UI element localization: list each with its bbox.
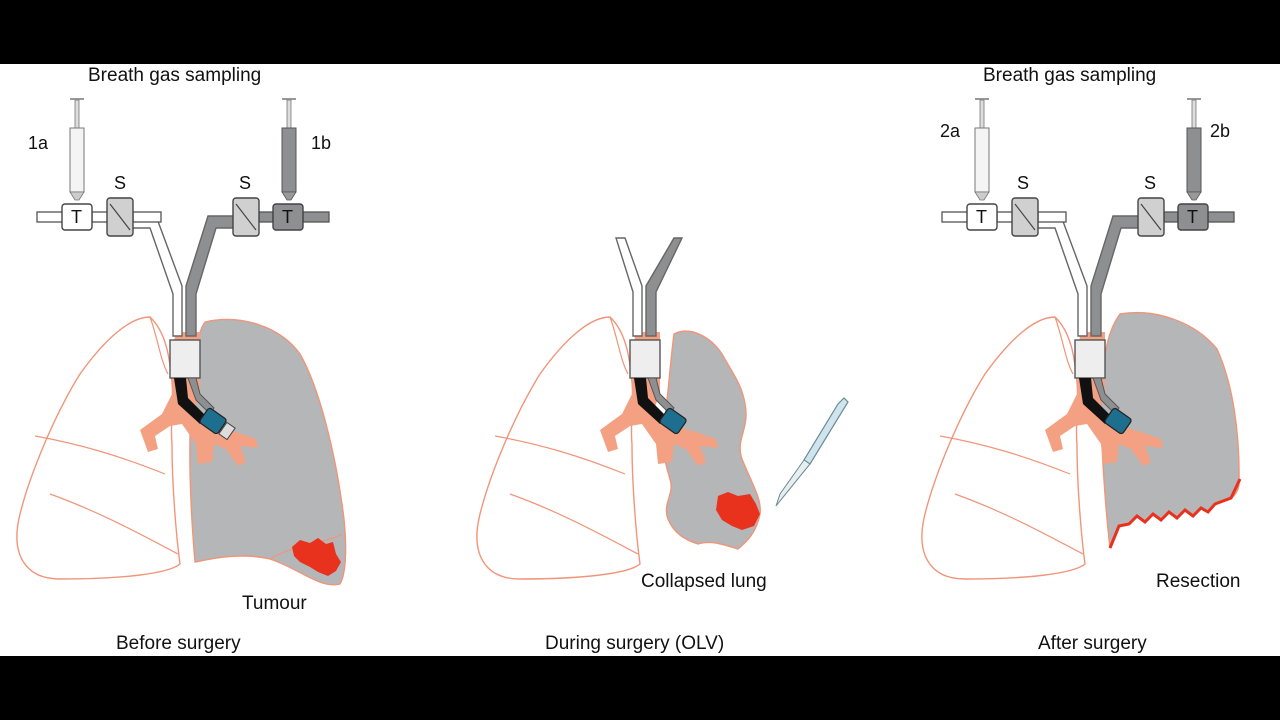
bronchial-cuff [199, 407, 227, 435]
bronchial-cuff [1104, 407, 1132, 435]
diagram-svg [16, 98, 1242, 586]
sampling-title-1: Breath gas sampling [88, 65, 262, 86]
syringe-1a [69, 98, 85, 201]
tracheal-cuff [629, 339, 661, 379]
syringe-label-2b: 2b [1210, 121, 1231, 141]
syringe-1b [281, 98, 297, 201]
valve-label-1b: T [282, 207, 293, 227]
diagram-canvas: Breath gas sampling 1a 1b S S T T Tumour… [0, 64, 1280, 656]
panel-after-surgery [921, 98, 1242, 580]
sampling-title-2: Breath gas sampling [983, 65, 1157, 86]
annotation-collapsed-lung: Collapsed lung [641, 571, 767, 592]
filter-label-1a: S [114, 173, 127, 193]
valve-2a [966, 203, 998, 231]
tumour-mark [716, 492, 760, 530]
valve-1a [61, 203, 93, 231]
caption-after-surgery: After surgery [1038, 633, 1147, 654]
annotation-resection: Resection [1156, 571, 1241, 592]
panel-before-surgery [16, 98, 347, 586]
filter-label-1b: S [239, 173, 252, 193]
syringe-2b [1186, 98, 1202, 201]
caption-during-surgery: During surgery (OLV) [545, 633, 725, 654]
caption-before-surgery: Before surgery [116, 633, 241, 654]
bronchial-cuff [659, 407, 687, 435]
annotation-tumour: Tumour [242, 593, 307, 614]
filter-label-2b: S [1144, 173, 1157, 193]
valve-1b [272, 203, 304, 231]
valve-2b [1177, 203, 1209, 231]
airway [600, 332, 718, 466]
tumour-mark [292, 538, 341, 576]
syringe-label-1a: 1a [28, 133, 49, 153]
scalpel-icon [775, 397, 849, 507]
valve-label-1a: T [71, 207, 82, 227]
syringe-label-2a: 2a [940, 121, 961, 141]
tracheal-cuff [1074, 339, 1106, 379]
syringe-label-1b: 1b [311, 133, 332, 153]
valve-label-2b: T [1187, 207, 1198, 227]
airway [1045, 332, 1163, 466]
filter-label-2a: S [1017, 173, 1030, 193]
panel-during-surgery [476, 237, 849, 580]
valve-label-2a: T [976, 207, 987, 227]
tracheal-cuff [169, 339, 201, 379]
syringe-2a [974, 98, 990, 201]
